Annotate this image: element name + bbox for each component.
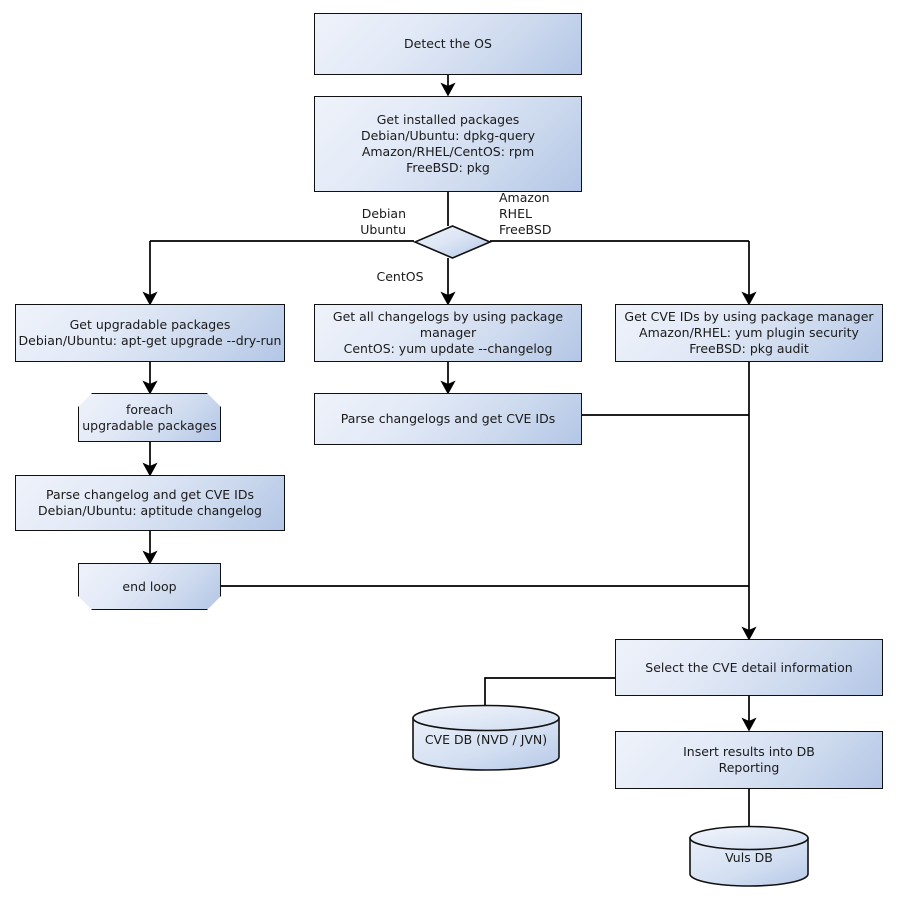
node-parse-changelog-debian[interactable]: Parse changelog and get CVE IDs Debian/U…: [15, 475, 285, 531]
node-get-upgradable-packages-label: Get upgradable packages Debian/Ubuntu: a…: [18, 317, 282, 348]
edge-label-right-branch: Amazon RHEL FreeBSD: [499, 190, 552, 237]
node-vuls-db-label: Vuls DB: [725, 849, 773, 865]
node-detect-os-label: Detect the OS: [404, 36, 492, 51]
node-get-all-changelogs[interactable]: Get all changelogs by using package mana…: [314, 304, 582, 362]
node-insert-results-label: Insert results into DB Reporting: [683, 744, 815, 775]
node-cve-db-label-wrap: CVE DB (NVD / JVN): [412, 712, 560, 766]
node-insert-results[interactable]: Insert results into DB Reporting: [615, 731, 883, 789]
node-foreach-loop-label: foreach upgradable packages: [82, 401, 217, 433]
edge-label-down-branch: CentOS: [376, 269, 424, 284]
node-get-cve-ids[interactable]: Get CVE IDs by using package manager Ama…: [615, 304, 883, 362]
node-cve-db-label: CVE DB (NVD / JVN): [424, 731, 548, 747]
node-end-loop[interactable]: end loop: [78, 563, 221, 610]
node-detect-os[interactable]: Detect the OS: [314, 13, 582, 75]
node-end-loop-label: end loop: [122, 578, 177, 594]
node-get-all-changelogs-label: Get all changelogs by using package mana…: [332, 309, 564, 356]
node-foreach-loop[interactable]: foreach upgradable packages: [78, 393, 221, 442]
node-vuls-db-cylinder[interactable]: [689, 825, 809, 888]
node-select-cve-detail-label: Select the CVE detail information: [645, 659, 853, 675]
node-get-upgradable-packages[interactable]: Get upgradable packages Debian/Ubuntu: a…: [15, 304, 285, 362]
node-cve-db-cylinder[interactable]: [412, 704, 560, 771]
node-get-cve-ids-label: Get CVE IDs by using package manager Ama…: [624, 309, 874, 356]
node-parse-changelog-debian-label: Parse changelog and get CVE IDs Debian/U…: [38, 487, 262, 518]
node-get-installed-packages-label: Get installed packages Debian/Ubuntu: dp…: [360, 112, 536, 175]
node-vuls-db-label-wrap: Vuls DB: [689, 832, 809, 882]
node-select-cve-detail[interactable]: Select the CVE detail information: [615, 639, 883, 696]
edge-cvedb-to-select: [484, 677, 615, 710]
edge-label-left-branch: Debian Ubuntu: [360, 206, 406, 237]
node-get-installed-packages[interactable]: Get installed packages Debian/Ubuntu: dp…: [314, 96, 582, 192]
node-parse-changelogs-centos[interactable]: Parse changelogs and get CVE IDs: [314, 393, 582, 445]
node-decision-diamond[interactable]: [412, 225, 493, 259]
node-parse-changelogs-centos-label: Parse changelogs and get CVE IDs: [340, 411, 556, 426]
